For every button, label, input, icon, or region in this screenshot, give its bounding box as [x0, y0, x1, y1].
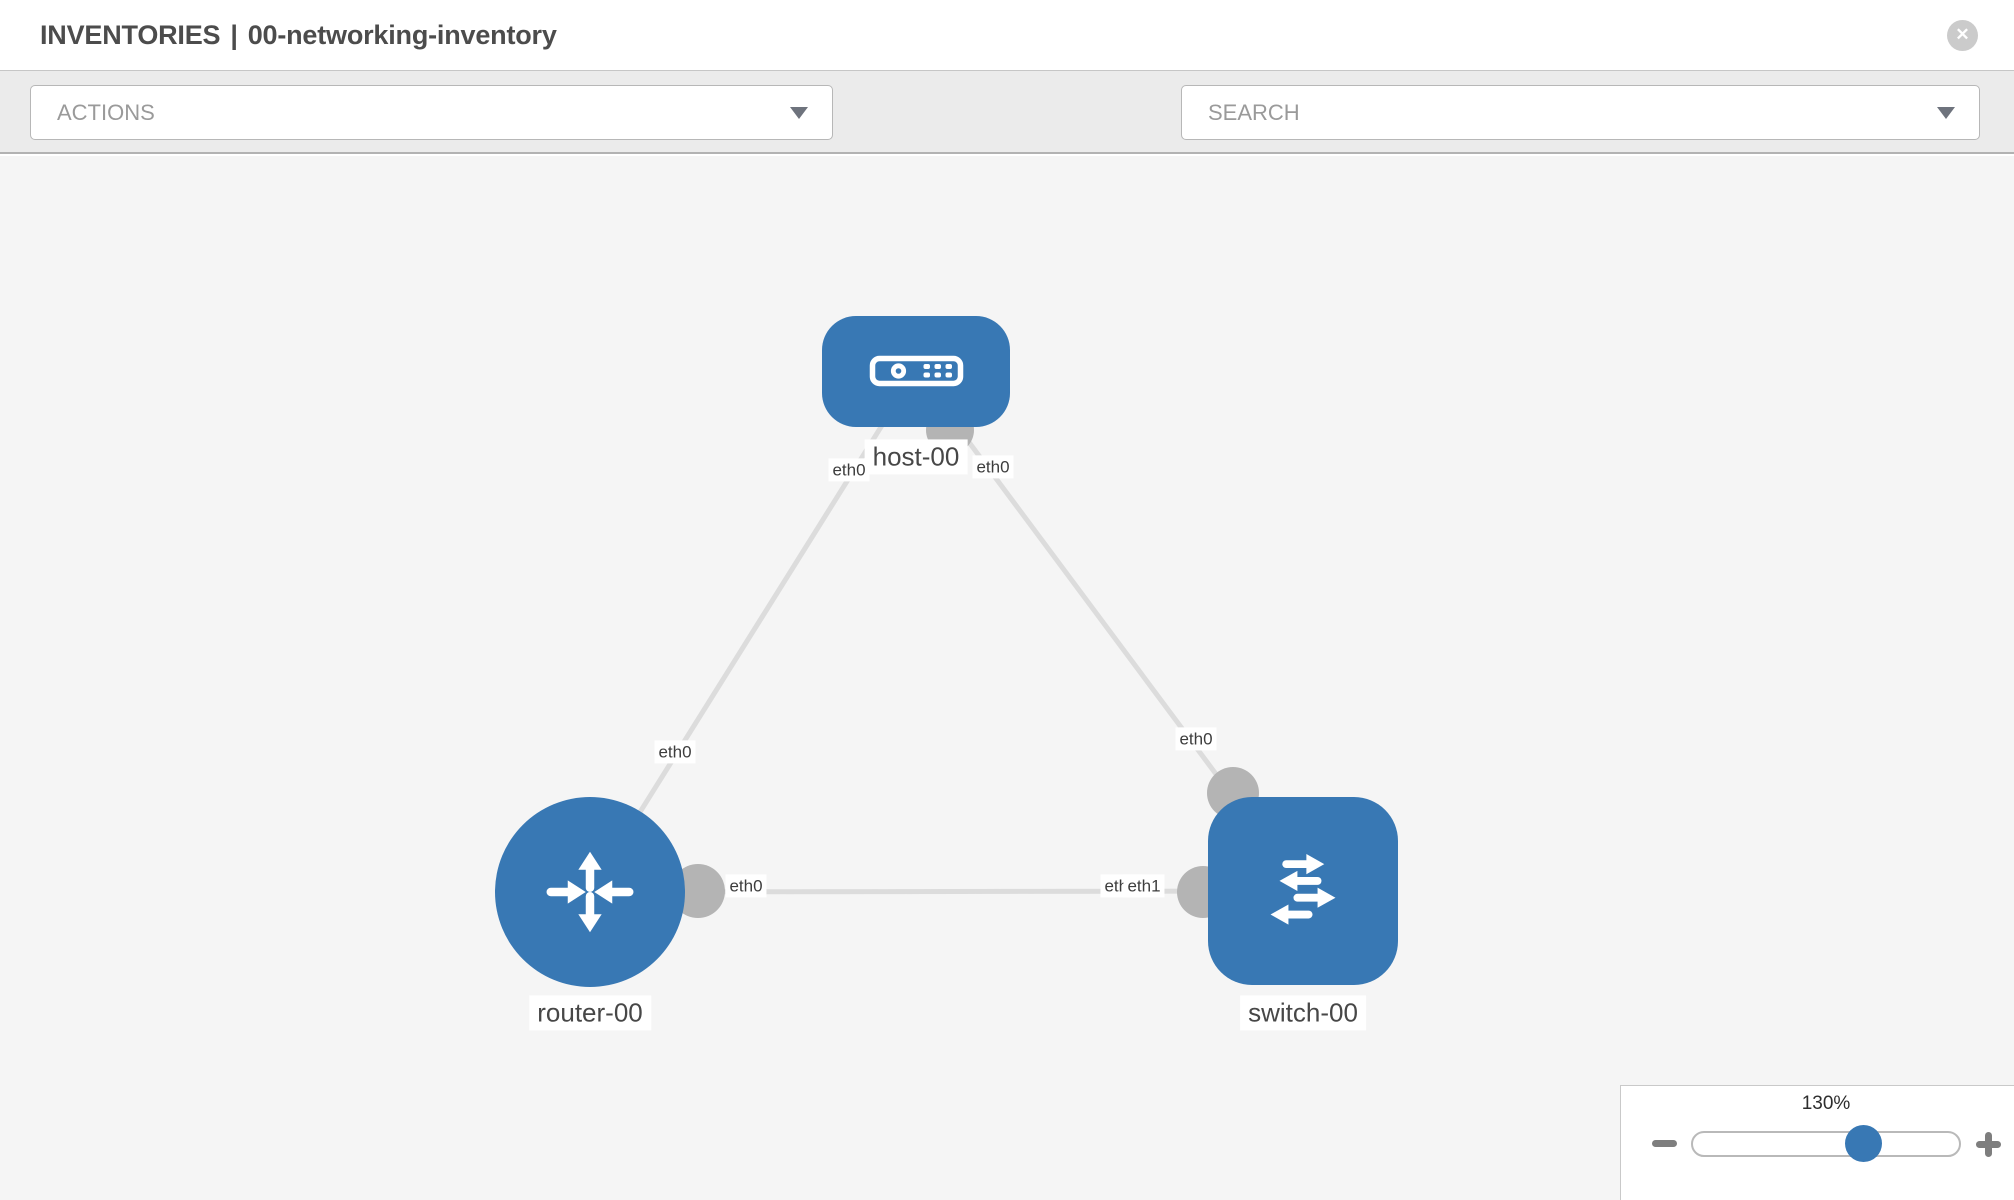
- server-icon: [869, 355, 963, 387]
- page-title: INVENTORIES | 00-networking-inventory: [40, 20, 557, 51]
- zoom-out-button[interactable]: [1652, 1140, 1677, 1147]
- links-layer: [587, 369, 1306, 918]
- node-switch-00[interactable]: [1208, 797, 1398, 985]
- node-router-00[interactable]: [495, 797, 685, 987]
- zoom-in-button[interactable]: [1976, 1132, 2001, 1157]
- interface-label-host-to-switch-eth0: eth0: [972, 455, 1014, 479]
- breadcrumb-section: INVENTORIES: [40, 19, 221, 50]
- node-label-switch-00: switch-00: [1240, 995, 1366, 1031]
- chevron-down-icon: [1937, 106, 1955, 119]
- actions-dropdown[interactable]: ACTIONS: [30, 85, 833, 140]
- inventory-name: 00-networking-inventory: [247, 19, 557, 50]
- actions-dropdown-label: ACTIONS: [57, 99, 155, 125]
- link-host-00-router-00: [587, 369, 919, 894]
- node-host-00[interactable]: [822, 315, 1010, 427]
- switch-icon: [1270, 854, 1336, 925]
- close-icon: ✕: [1955, 25, 1970, 44]
- chevron-down-icon: [790, 106, 808, 119]
- breadcrumb-separator: |: [230, 19, 238, 50]
- interface-label-router-to-host-eth0: eth0: [654, 740, 696, 764]
- node-label-host-00: host-00: [864, 439, 968, 475]
- topology-canvas[interactable]: host-00 router-00 switch-00 eth0 eth0 eth0 eth…: [0, 156, 2014, 1200]
- search-dropdown-label: SEARCH: [1208, 99, 1300, 125]
- interface-label-switch-to-router-eth1: eth1: [1123, 874, 1165, 898]
- node-label-router-00: router-00: [529, 995, 651, 1031]
- titlebar: INVENTORIES | 00-networking-inventory ✕: [0, 0, 2014, 70]
- interface-point-router-00-eth0: [671, 864, 725, 918]
- toolbar: ACTIONS SEARCH: [0, 70, 2014, 205]
- close-button[interactable]: ✕: [1947, 19, 1978, 51]
- interface-label-host-to-router-eth0: eth0: [828, 458, 870, 482]
- zoom-slider-track[interactable]: [1691, 1131, 1961, 1157]
- zoom-percent-label: 130%: [1801, 1093, 1851, 1114]
- search-dropdown[interactable]: SEARCH: [1181, 85, 1980, 140]
- router-icon: [546, 851, 634, 933]
- zoom-slider-thumb[interactable]: [1844, 1125, 1882, 1162]
- zoom-panel: 130%: [1620, 1085, 2014, 1200]
- interface-label-switch-to-host-eth0: eth0: [1175, 727, 1217, 751]
- interface-label-router-to-switch-eth0: eth0: [725, 874, 767, 898]
